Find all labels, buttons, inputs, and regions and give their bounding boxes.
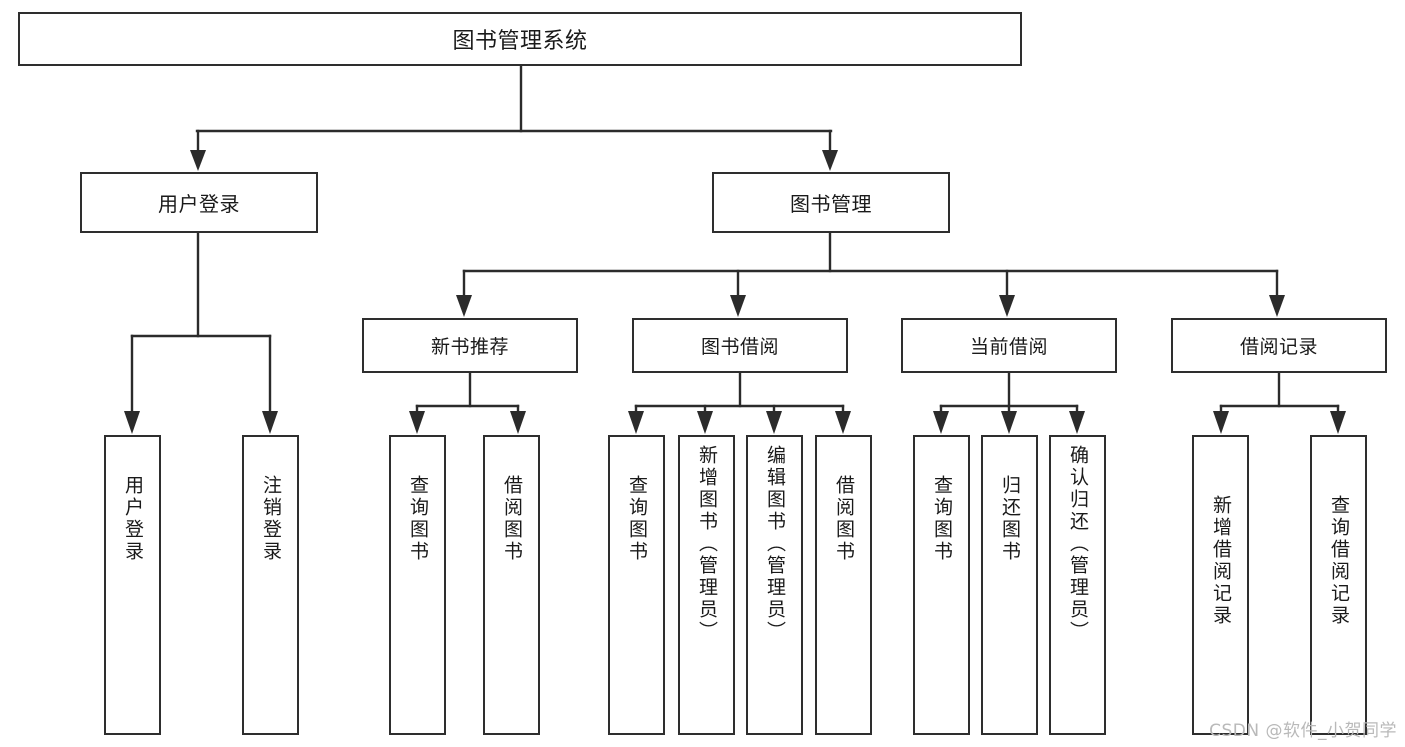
node-label: 用户登录 [158, 192, 240, 216]
leaf-return-book[interactable]: 归还图书 [981, 435, 1038, 735]
node-user-login[interactable]: 用户登录 [80, 172, 318, 233]
leaf-edit-book-admin[interactable]: 编辑图书（管理员） [746, 435, 803, 735]
leaf-confirm-return-admin[interactable]: 确认归还（管理员） [1049, 435, 1106, 735]
leaf-query-borrow-record[interactable]: 查询借阅记录 [1310, 435, 1367, 735]
leaf-add-book-admin[interactable]: 新增图书（管理员） [678, 435, 735, 735]
leaf-borrow-book[interactable]: 借阅图书 [815, 435, 872, 735]
node-label: 当前借阅 [969, 336, 1048, 358]
node-label: 借阅记录 [1239, 336, 1318, 358]
node-label: 新增借阅记录 [1210, 495, 1233, 627]
node-root-system[interactable]: 图书管理系统 [18, 12, 1022, 66]
node-label: 注销登录 [260, 475, 283, 563]
node-label: 借阅图书 [833, 475, 856, 563]
node-new-book-recommend[interactable]: 新书推荐 [362, 318, 578, 373]
leaf-user-login[interactable]: 用户登录 [104, 435, 161, 735]
leaf-borrow-book-recommend[interactable]: 借阅图书 [483, 435, 540, 735]
node-label: 用户登录 [122, 475, 145, 563]
leaf-add-borrow-record[interactable]: 新增借阅记录 [1192, 435, 1249, 735]
leaf-query-book-recommend[interactable]: 查询图书 [389, 435, 446, 735]
node-borrow-record[interactable]: 借阅记录 [1171, 318, 1387, 373]
node-label: 归还图书 [999, 475, 1022, 563]
node-label: 新增图书（管理员） [696, 445, 719, 643]
leaf-query-book-current[interactable]: 查询图书 [913, 435, 970, 735]
leaf-query-book-borrow[interactable]: 查询图书 [608, 435, 665, 735]
leaf-user-logout[interactable]: 注销登录 [242, 435, 299, 735]
node-label: 编辑图书（管理员） [764, 445, 787, 643]
watermark: CSDN @软件_小贺同学 [1209, 721, 1397, 741]
node-label: 图书管理系统 [452, 29, 588, 54]
node-label: 图书借阅 [700, 336, 779, 358]
node-book-borrow[interactable]: 图书借阅 [632, 318, 848, 373]
node-label: 查询借阅记录 [1328, 495, 1351, 627]
node-label: 借阅图书 [501, 475, 524, 563]
node-current-borrow[interactable]: 当前借阅 [901, 318, 1117, 373]
node-book-management[interactable]: 图书管理 [712, 172, 950, 233]
node-label: 查询图书 [407, 475, 430, 563]
node-label: 查询图书 [931, 475, 954, 563]
node-label: 图书管理 [790, 192, 872, 216]
node-label: 确认归还（管理员） [1067, 445, 1090, 643]
node-label: 查询图书 [626, 475, 649, 563]
node-label: 新书推荐 [430, 336, 509, 358]
